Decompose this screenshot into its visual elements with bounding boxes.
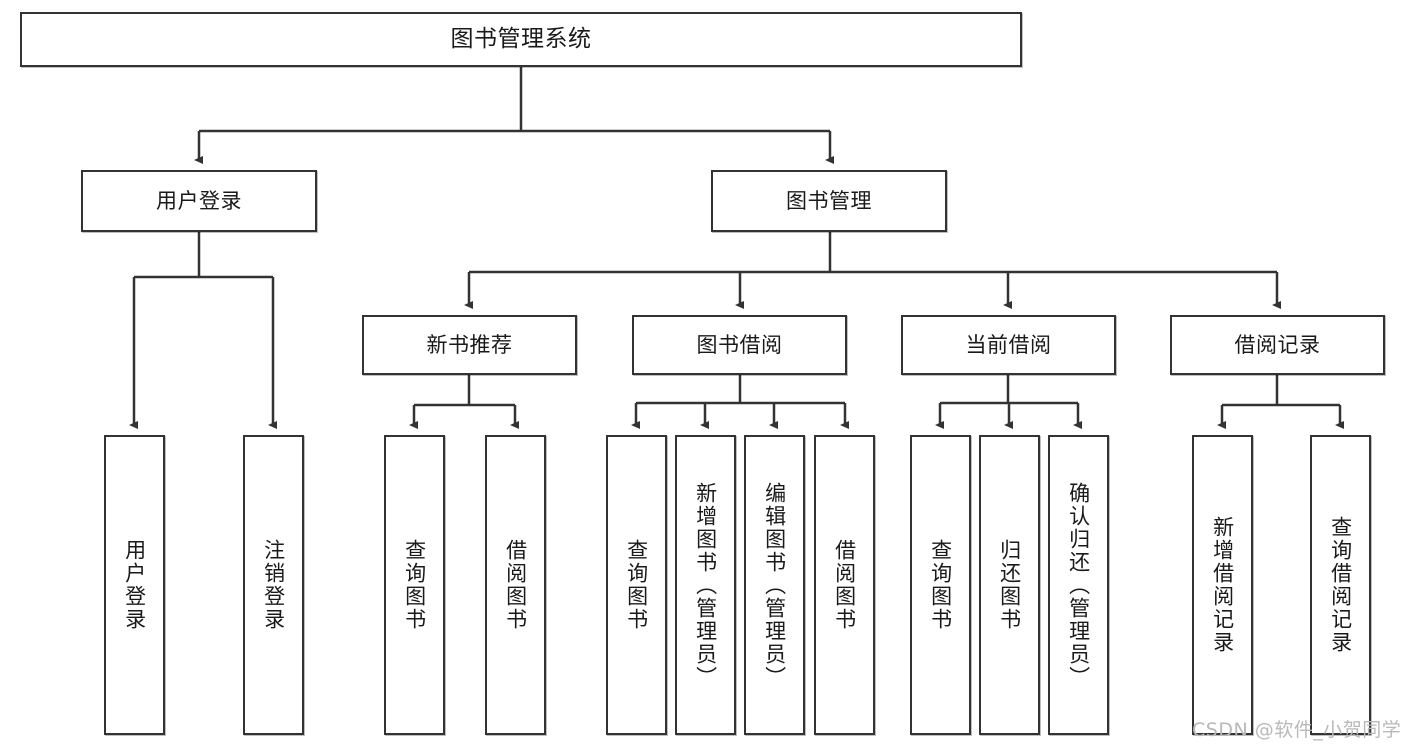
node-label: 确认归还（管理员） <box>1066 481 1091 689</box>
node-root-system[interactable]: 图书管理系统 <box>20 12 1022 67</box>
node-user-login[interactable]: 用户登录 <box>81 170 317 232</box>
watermark-text: CSDN @软件_小贺同学 <box>1192 719 1402 741</box>
leaf-borrow-record-query[interactable]: 查询借阅记录 <box>1310 435 1371 735</box>
node-label: 查询图书 <box>928 539 953 631</box>
leaf-book-borrow-query[interactable]: 查询图书 <box>606 435 667 735</box>
node-label: 新书推荐 <box>426 332 513 357</box>
node-label: 图书借阅 <box>696 332 783 357</box>
leaf-current-borrow-confirm-return[interactable]: 确认归还（管理员） <box>1048 435 1109 735</box>
leaf-book-borrow-add[interactable]: 新增图书（管理员） <box>675 435 736 735</box>
node-label: 归还图书 <box>997 539 1022 631</box>
leaf-new-book-borrow[interactable]: 借阅图书 <box>485 435 546 735</box>
node-label: 图书管理 <box>786 188 872 213</box>
leaf-user-login-logout[interactable]: 注销登录 <box>243 435 304 735</box>
node-current-borrow[interactable]: 当前借阅 <box>901 315 1116 375</box>
node-label: 新增图书（管理员） <box>693 481 718 689</box>
leaf-borrow-record-add[interactable]: 新增借阅记录 <box>1192 435 1253 735</box>
node-label: 查询图书 <box>402 539 427 631</box>
node-label: 查询图书 <box>624 539 649 631</box>
node-book-management[interactable]: 图书管理 <box>711 170 947 232</box>
node-label: 借阅记录 <box>1234 332 1321 357</box>
node-label: 用户登录 <box>122 539 147 631</box>
node-label: 注销登录 <box>261 539 286 631</box>
leaf-current-borrow-query[interactable]: 查询图书 <box>910 435 971 735</box>
leaf-new-book-query[interactable]: 查询图书 <box>384 435 445 735</box>
node-label: 当前借阅 <box>965 332 1052 357</box>
node-label: 查询借阅记录 <box>1328 516 1353 654</box>
leaf-user-login-login[interactable]: 用户登录 <box>104 435 165 735</box>
node-label: 借阅图书 <box>503 539 528 631</box>
leaf-book-borrow-borrow[interactable]: 借阅图书 <box>814 435 875 735</box>
node-book-borrow[interactable]: 图书借阅 <box>632 315 847 375</box>
node-new-book-recommend[interactable]: 新书推荐 <box>362 315 577 375</box>
node-label: 编辑图书（管理员） <box>762 481 787 689</box>
node-label: 用户登录 <box>156 188 242 213</box>
node-label: 图书管理系统 <box>450 25 592 52</box>
node-label: 借阅图书 <box>832 539 857 631</box>
leaf-book-borrow-edit[interactable]: 编辑图书（管理员） <box>744 435 805 735</box>
leaf-current-borrow-return[interactable]: 归还图书 <box>979 435 1040 735</box>
node-borrow-record[interactable]: 借阅记录 <box>1170 315 1385 375</box>
node-label: 新增借阅记录 <box>1210 516 1235 654</box>
